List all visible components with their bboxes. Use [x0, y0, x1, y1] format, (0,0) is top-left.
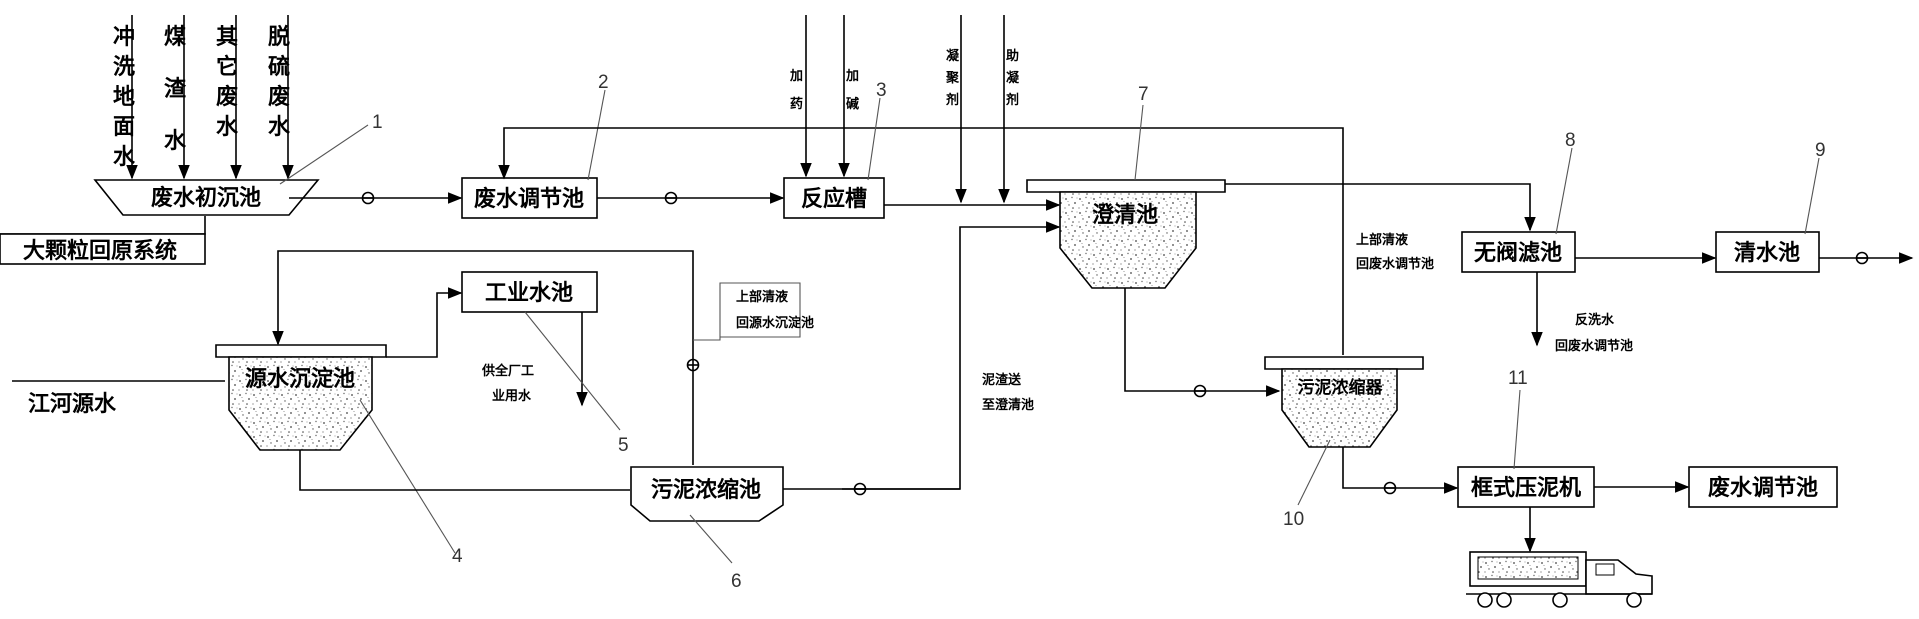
number-5: 5: [618, 435, 629, 456]
number-10: 10: [1283, 509, 1304, 530]
qingshui-pool-label: 清水池: [1734, 240, 1800, 265]
kuangshi-press-box: [1457, 466, 1595, 508]
top-clear2-note-b: 回废水调节池: [1356, 256, 1434, 271]
input-label-qita: 其它废水: [216, 24, 239, 139]
yuanshui-rim: [215, 344, 387, 358]
input-label-ningju: 凝聚剂: [945, 48, 960, 107]
chuchen-pool-label: 废水初沉池: [151, 185, 261, 210]
top-clear-note-a: 上部清液: [736, 289, 788, 304]
input-label-zhuning: 助凝剂: [1005, 48, 1020, 107]
yuanshui-label: 源水沉淀池: [245, 366, 355, 391]
input-label-chongxi: 冲洗地面水: [113, 24, 136, 169]
top-clear2-note-a: 上部清液: [1356, 232, 1408, 247]
wufa-filter-box: [1461, 231, 1576, 273]
qingshui-pool-box: [1715, 231, 1820, 273]
fanying-tank-label: 反应槽: [801, 186, 867, 211]
number-8: 8: [1565, 130, 1576, 151]
fanying-tank-box: [783, 177, 885, 219]
number-3: 3: [876, 80, 887, 101]
chengqing-label: 澄清池: [1092, 202, 1158, 227]
top-clear-note-b: 回源水沉淀池: [736, 315, 814, 330]
chengqing-rim: [1026, 179, 1226, 193]
number-4: 4: [452, 546, 463, 567]
nizha-note-a: 泥渣送: [982, 372, 1022, 387]
gong-note-a: 供全厂工: [481, 363, 534, 378]
kuangshi-press-label: 框式压泥机: [1471, 475, 1581, 500]
gongye-pool-label: 工业水池: [485, 280, 573, 305]
input-label-jiajian: 加碱: [845, 68, 859, 111]
number-2: 2: [598, 72, 609, 93]
gong-note-b: 业用水: [492, 388, 532, 403]
wuni-thick-body: [1281, 368, 1398, 448]
number-6: 6: [731, 571, 742, 592]
gongye-pool-box: [461, 271, 598, 313]
wuni-thick-rim: [1264, 356, 1424, 370]
input-lines-left: [126, 15, 294, 180]
number-9: 9: [1815, 140, 1826, 161]
dakeli-label: 大颗粒回原系统: [23, 238, 177, 263]
yuanshui-body: [228, 356, 373, 451]
wufa-filter-label: 无阀滤池: [1474, 240, 1562, 265]
tiaojie-pool-box: [461, 177, 598, 219]
input-label-meizha: 煤渣水: [164, 24, 187, 153]
input-label-jiayao: 加药: [789, 68, 803, 111]
tiaojie2-pool-box: [1688, 466, 1838, 508]
input-label-tuoliu: 脱硫废水: [268, 24, 291, 139]
wuni-pool-label: 污泥浓缩池: [651, 477, 761, 502]
fanxi-note-b: 回废水调节池: [1555, 338, 1633, 353]
chengqing-body: [1059, 191, 1197, 289]
number-11: 11: [1508, 368, 1528, 389]
wuni-pool-shape: [630, 466, 784, 522]
fanxi-note-a: 反洗水: [1575, 312, 1615, 327]
jianghe-label: 江河源水: [28, 391, 117, 416]
number-7: 7: [1138, 84, 1149, 105]
nizha-note-b: 至澄清池: [982, 397, 1034, 412]
dakeli-box: [0, 233, 206, 265]
wuni-thick-label: 污泥浓缩器: [1298, 377, 1384, 397]
chuchen-pool-shape: [93, 179, 320, 216]
truck-icon: [1466, 551, 1653, 608]
number-1: 1: [372, 112, 383, 133]
tiaojie2-pool-label: 废水调节池: [1708, 475, 1818, 500]
tiaojie-pool-label: 废水调节池: [474, 186, 584, 211]
